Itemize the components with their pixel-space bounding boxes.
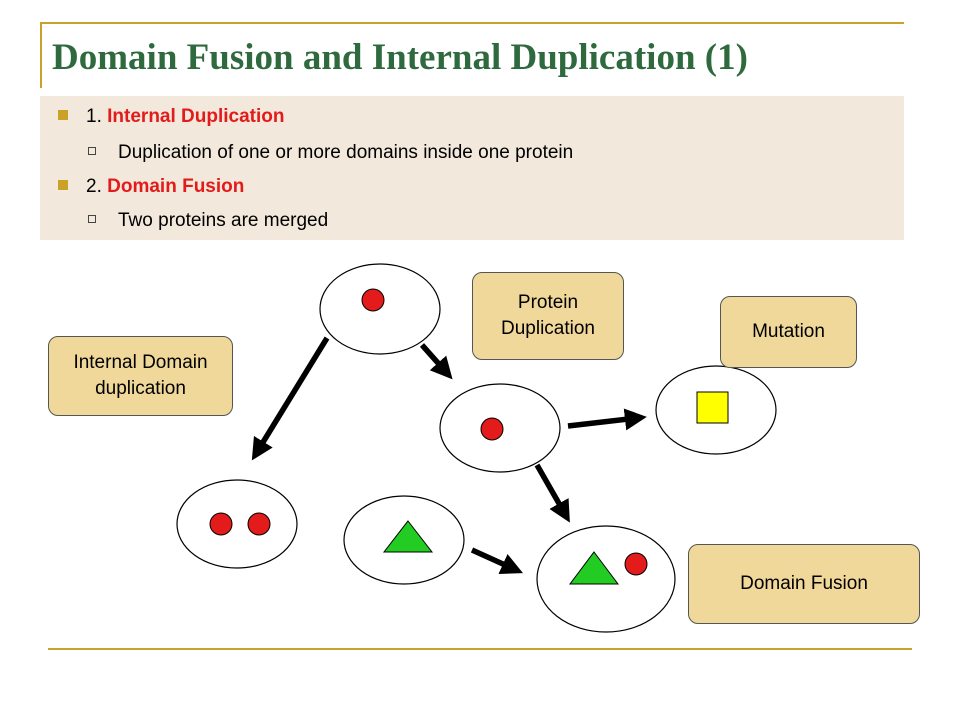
bullet-1-number: 1. (86, 106, 102, 127)
slide-title: Domain Fusion and Internal Duplication (… (52, 37, 748, 78)
sub-bullet-1-text: Duplication of one or more domains insid… (118, 142, 574, 163)
hollow-square-icon (88, 146, 96, 155)
label-internal-domain-duplication: Internal Domain duplication (48, 336, 233, 416)
title-accent-horizontal (40, 22, 904, 24)
bottom-accent-rule (48, 648, 912, 650)
label-domain-fusion: Domain Fusion (688, 544, 920, 624)
sub-bullet-1: Duplication of one or more domains insid… (88, 142, 573, 164)
arrow-mutation (567, 408, 647, 431)
bullet-1: 1. Internal Duplication (58, 106, 285, 128)
domain-circle (480, 417, 504, 441)
arrow-internal-duplication (251, 336, 330, 461)
arrow-protein-duplication (419, 343, 453, 380)
title-accent-vertical (40, 22, 42, 88)
bullet-panel: 1. Internal Duplication Duplication of o… (40, 96, 904, 240)
domain-circle (247, 512, 271, 536)
arrow-fusion-merge (470, 547, 524, 575)
domain-circle (361, 288, 385, 312)
domain-circle (624, 552, 648, 576)
domain-triangle (382, 520, 434, 553)
bullet-2: 2. Domain Fusion (58, 176, 244, 198)
label-mutation: Mutation (720, 296, 857, 368)
bullet-2-heading: Domain Fusion (107, 176, 245, 197)
sub-bullet-2: Two proteins are merged (88, 210, 328, 232)
domain-square (696, 391, 729, 424)
label-protein-duplication: Protein Duplication (472, 272, 624, 360)
hollow-square-icon (88, 214, 96, 223)
domain-circle (209, 512, 233, 536)
internal-duplicated-protein (176, 479, 298, 569)
bullet-square-icon (58, 179, 68, 190)
bullet-2-number: 2. (86, 176, 102, 197)
sub-bullet-2-text: Two proteins are merged (118, 210, 329, 231)
bullet-1-heading: Internal Duplication (107, 106, 285, 127)
arrow-to-fusion (534, 463, 570, 523)
domain-triangle (569, 551, 619, 585)
bullet-square-icon (58, 109, 68, 120)
